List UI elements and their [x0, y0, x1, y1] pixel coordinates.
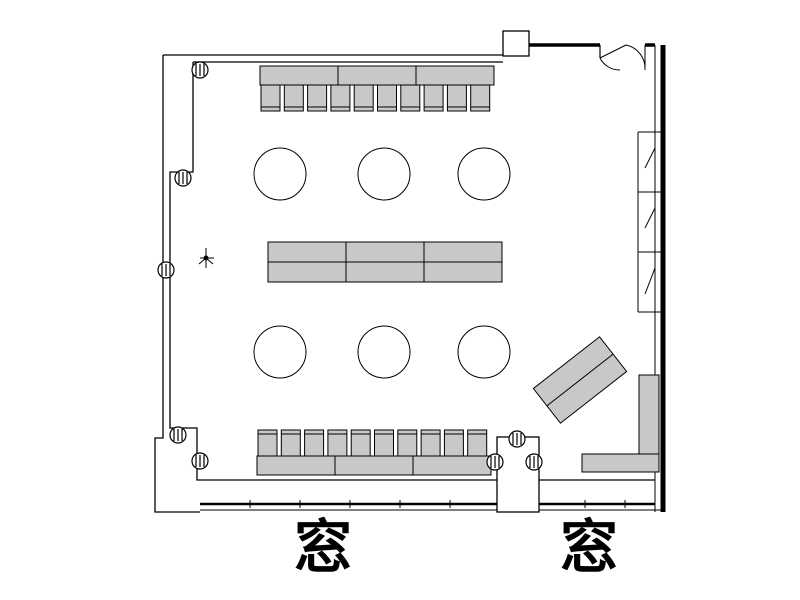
angled-sofa [532, 336, 628, 424]
bottom-windows [200, 479, 663, 511]
round-table [357, 325, 411, 379]
chair [280, 429, 301, 457]
round-table [253, 325, 307, 379]
chair [307, 84, 328, 112]
top-right-pier [502, 30, 530, 57]
chair [260, 84, 281, 112]
chair [377, 84, 397, 112]
chair [374, 429, 394, 457]
chair [400, 84, 421, 112]
door-swing-icon [599, 44, 646, 71]
round-table [253, 147, 307, 201]
chair [397, 429, 418, 457]
chair [470, 84, 491, 112]
bottom-counter [256, 455, 492, 476]
chair [283, 84, 304, 112]
round-table [457, 147, 511, 201]
bottom-chairs [257, 429, 488, 457]
window-label-left: 窓 [294, 513, 353, 581]
right-shelving [637, 131, 663, 313]
chair [304, 429, 325, 457]
left-wall-inner [169, 62, 200, 481]
top-chairs [260, 84, 491, 112]
bottom-pier [496, 436, 540, 513]
chair [443, 429, 464, 457]
chair [257, 429, 278, 457]
chair [446, 84, 467, 112]
chair [330, 84, 351, 112]
chair [327, 429, 348, 457]
ceiling-fan-icon [198, 248, 214, 268]
columns [157, 61, 543, 471]
walls [154, 30, 666, 513]
chair [467, 429, 488, 457]
chair [420, 429, 441, 457]
round-table [357, 147, 411, 201]
center-table [267, 241, 503, 283]
round-table [457, 325, 511, 379]
top-counter [259, 65, 495, 86]
chair [423, 84, 444, 112]
window-label-right: 窓 [560, 513, 619, 581]
l-sofa [581, 374, 660, 473]
chair [350, 429, 371, 457]
chair [353, 84, 374, 112]
left-wall-outer [154, 55, 200, 513]
round-tables [253, 147, 511, 379]
